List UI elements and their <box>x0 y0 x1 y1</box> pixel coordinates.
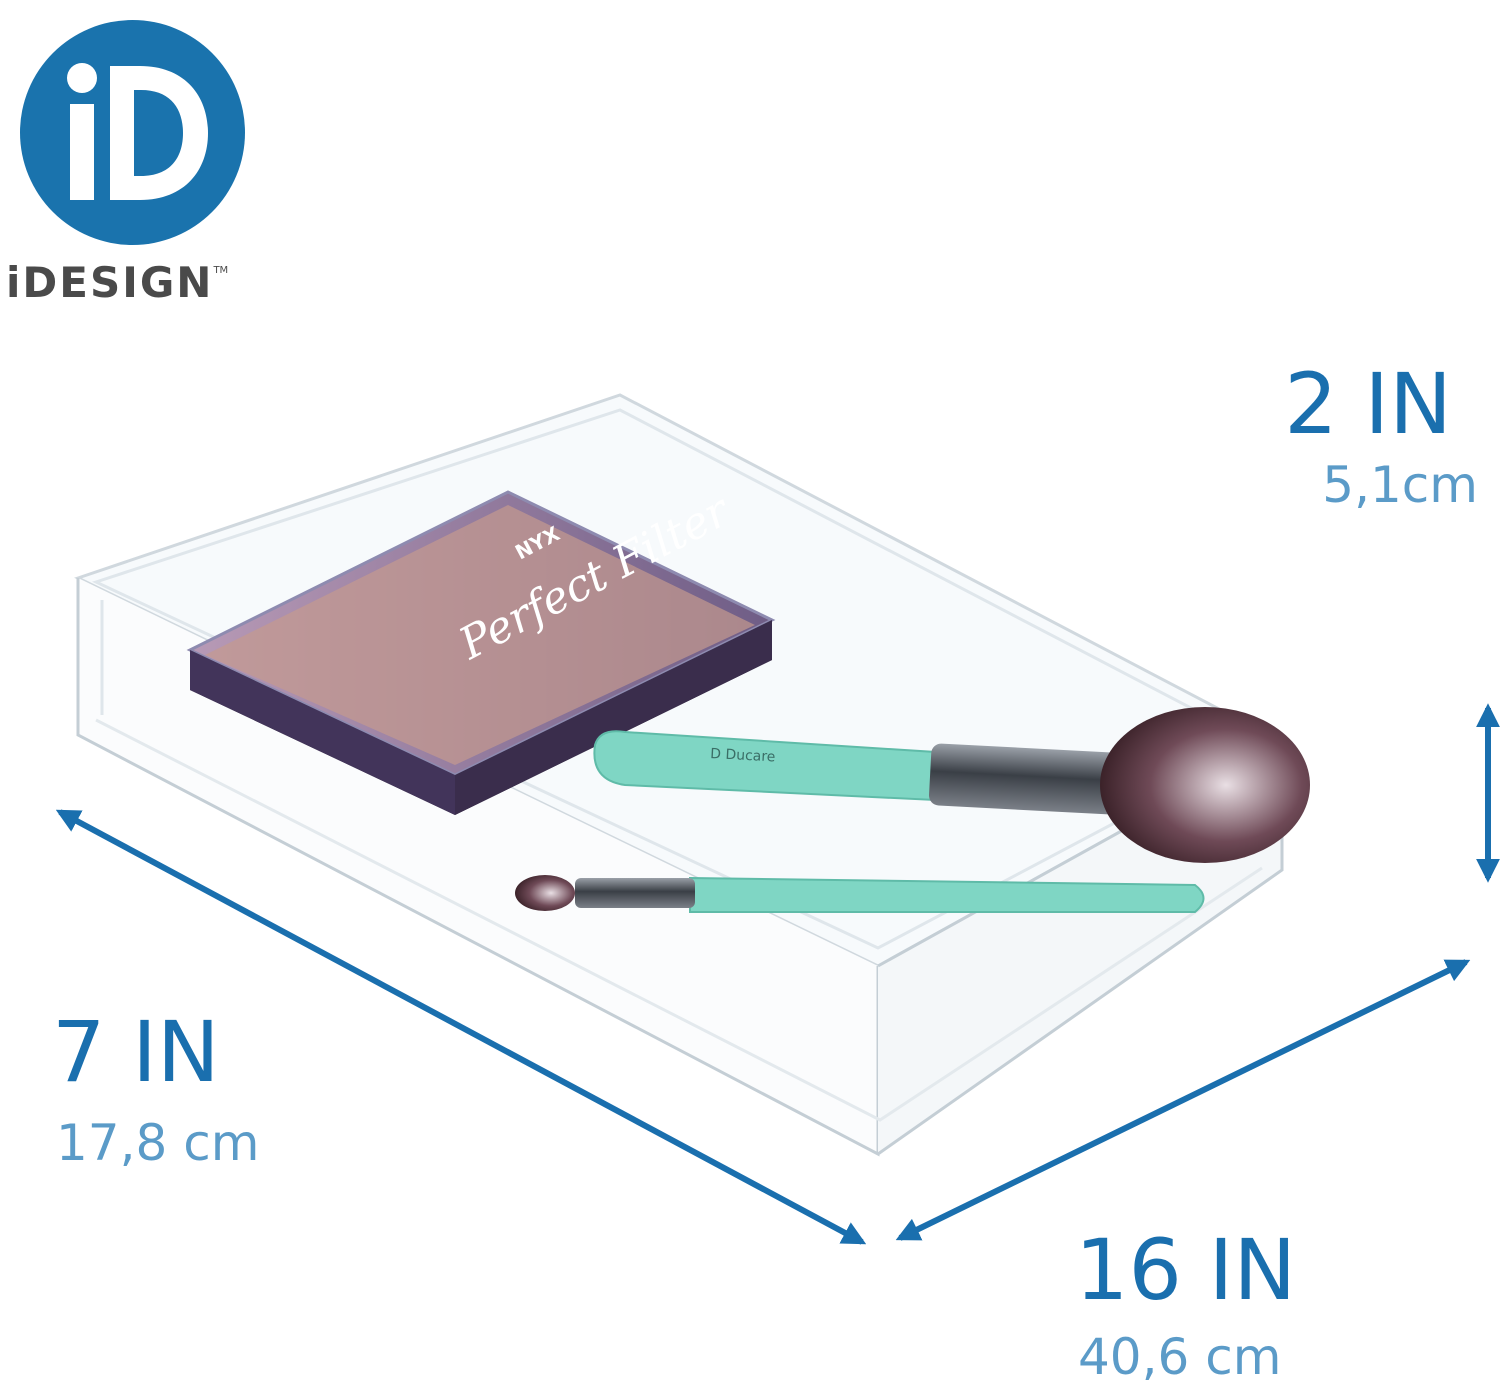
eyeshadow-palette <box>186 490 776 815</box>
width-arrow-icon <box>895 959 1471 1241</box>
brand-name: iDESIGNTM <box>6 262 228 304</box>
height-metric: 5,1cm <box>1322 456 1478 514</box>
height-imperial: 2 IN <box>1284 355 1452 453</box>
brand-name-text: iDESIGN <box>6 258 214 307</box>
width-metric: 40,6 cm <box>1078 1328 1282 1386</box>
depth-imperial: 7 IN <box>52 1003 220 1101</box>
idesign-logo-icon <box>20 20 245 245</box>
depth-arrow-icon <box>55 809 867 1245</box>
brush-brand-label: D Ducare <box>710 746 776 765</box>
trademark-mark: TM <box>213 265 229 276</box>
width-imperial: 16 IN <box>1075 1221 1297 1319</box>
powder-brush <box>593 707 1310 863</box>
depth-metric: 17,8 cm <box>56 1114 260 1172</box>
